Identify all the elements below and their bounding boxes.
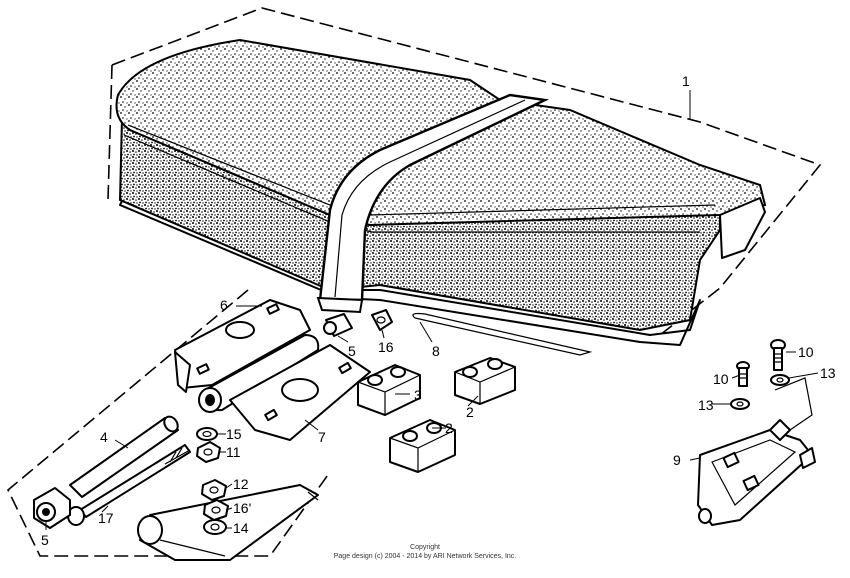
rubber-damper-upper [357, 364, 421, 416]
nut-11 [196, 441, 221, 463]
nut-16-lower [203, 499, 229, 521]
callout-2a: 2 [466, 404, 474, 420]
collar-5-lower [33, 487, 71, 529]
bolt-10-left [736, 361, 750, 387]
washer-13-left [730, 398, 750, 410]
callout-17: 17 [98, 510, 114, 526]
callout-9: 9 [673, 452, 681, 468]
collar-5-upper [323, 313, 353, 337]
copyright-line-2: Page design (c) 2004 - 2014 by ARI Netwo… [334, 553, 517, 560]
callout-12: 12 [233, 476, 249, 492]
hinge-pin [69, 415, 179, 498]
callout-13a: 13 [820, 365, 836, 381]
bolt-10-right [770, 339, 786, 371]
callout-13b: 13 [698, 397, 714, 413]
callout-16a: 16 [378, 339, 394, 355]
callout-7: 7 [318, 429, 326, 445]
washer-14 [203, 519, 227, 535]
lower-hinge-plate [137, 484, 319, 561]
callout-3: 3 [414, 387, 422, 403]
leader-lines [45, 90, 819, 530]
callout-2b: 2 [445, 420, 453, 436]
seat-assembly [115, 38, 767, 356]
callout-4: 4 [100, 429, 108, 445]
callout-15: 15 [226, 426, 242, 442]
nut-16-upper [371, 309, 393, 331]
rubber-damper-lower [389, 419, 456, 473]
washer-13-right [770, 374, 790, 386]
washer-15 [196, 427, 218, 441]
copyright-footer: Copyright Page design (c) 2004 - 2014 by… [334, 544, 517, 560]
copyright-line-1: Copyright [410, 544, 440, 551]
callout-14: 14 [233, 520, 249, 536]
nut-12 [201, 479, 227, 501]
rubber-damper-right [454, 357, 516, 405]
hinge-plate [198, 334, 371, 441]
callout-6: 6 [220, 297, 228, 313]
callout-1: 1 [682, 73, 690, 89]
callout-16b: 16' [233, 500, 251, 516]
callout-5b: 5 [41, 532, 49, 548]
callout-8: 8 [432, 343, 440, 359]
assembly-outline [7, 7, 822, 557]
callout-10b: 10 [713, 371, 729, 387]
callout-5a: 5 [348, 343, 356, 359]
callout-labels: 1 2 2 3 4 5 5 6 7 8 9 10 10 11 12 13 13 … [41, 73, 836, 548]
hinge-bracket [174, 299, 311, 393]
seat-lock-bracket [697, 377, 816, 526]
callout-11: 11 [226, 444, 241, 460]
callout-10a: 10 [798, 344, 814, 360]
